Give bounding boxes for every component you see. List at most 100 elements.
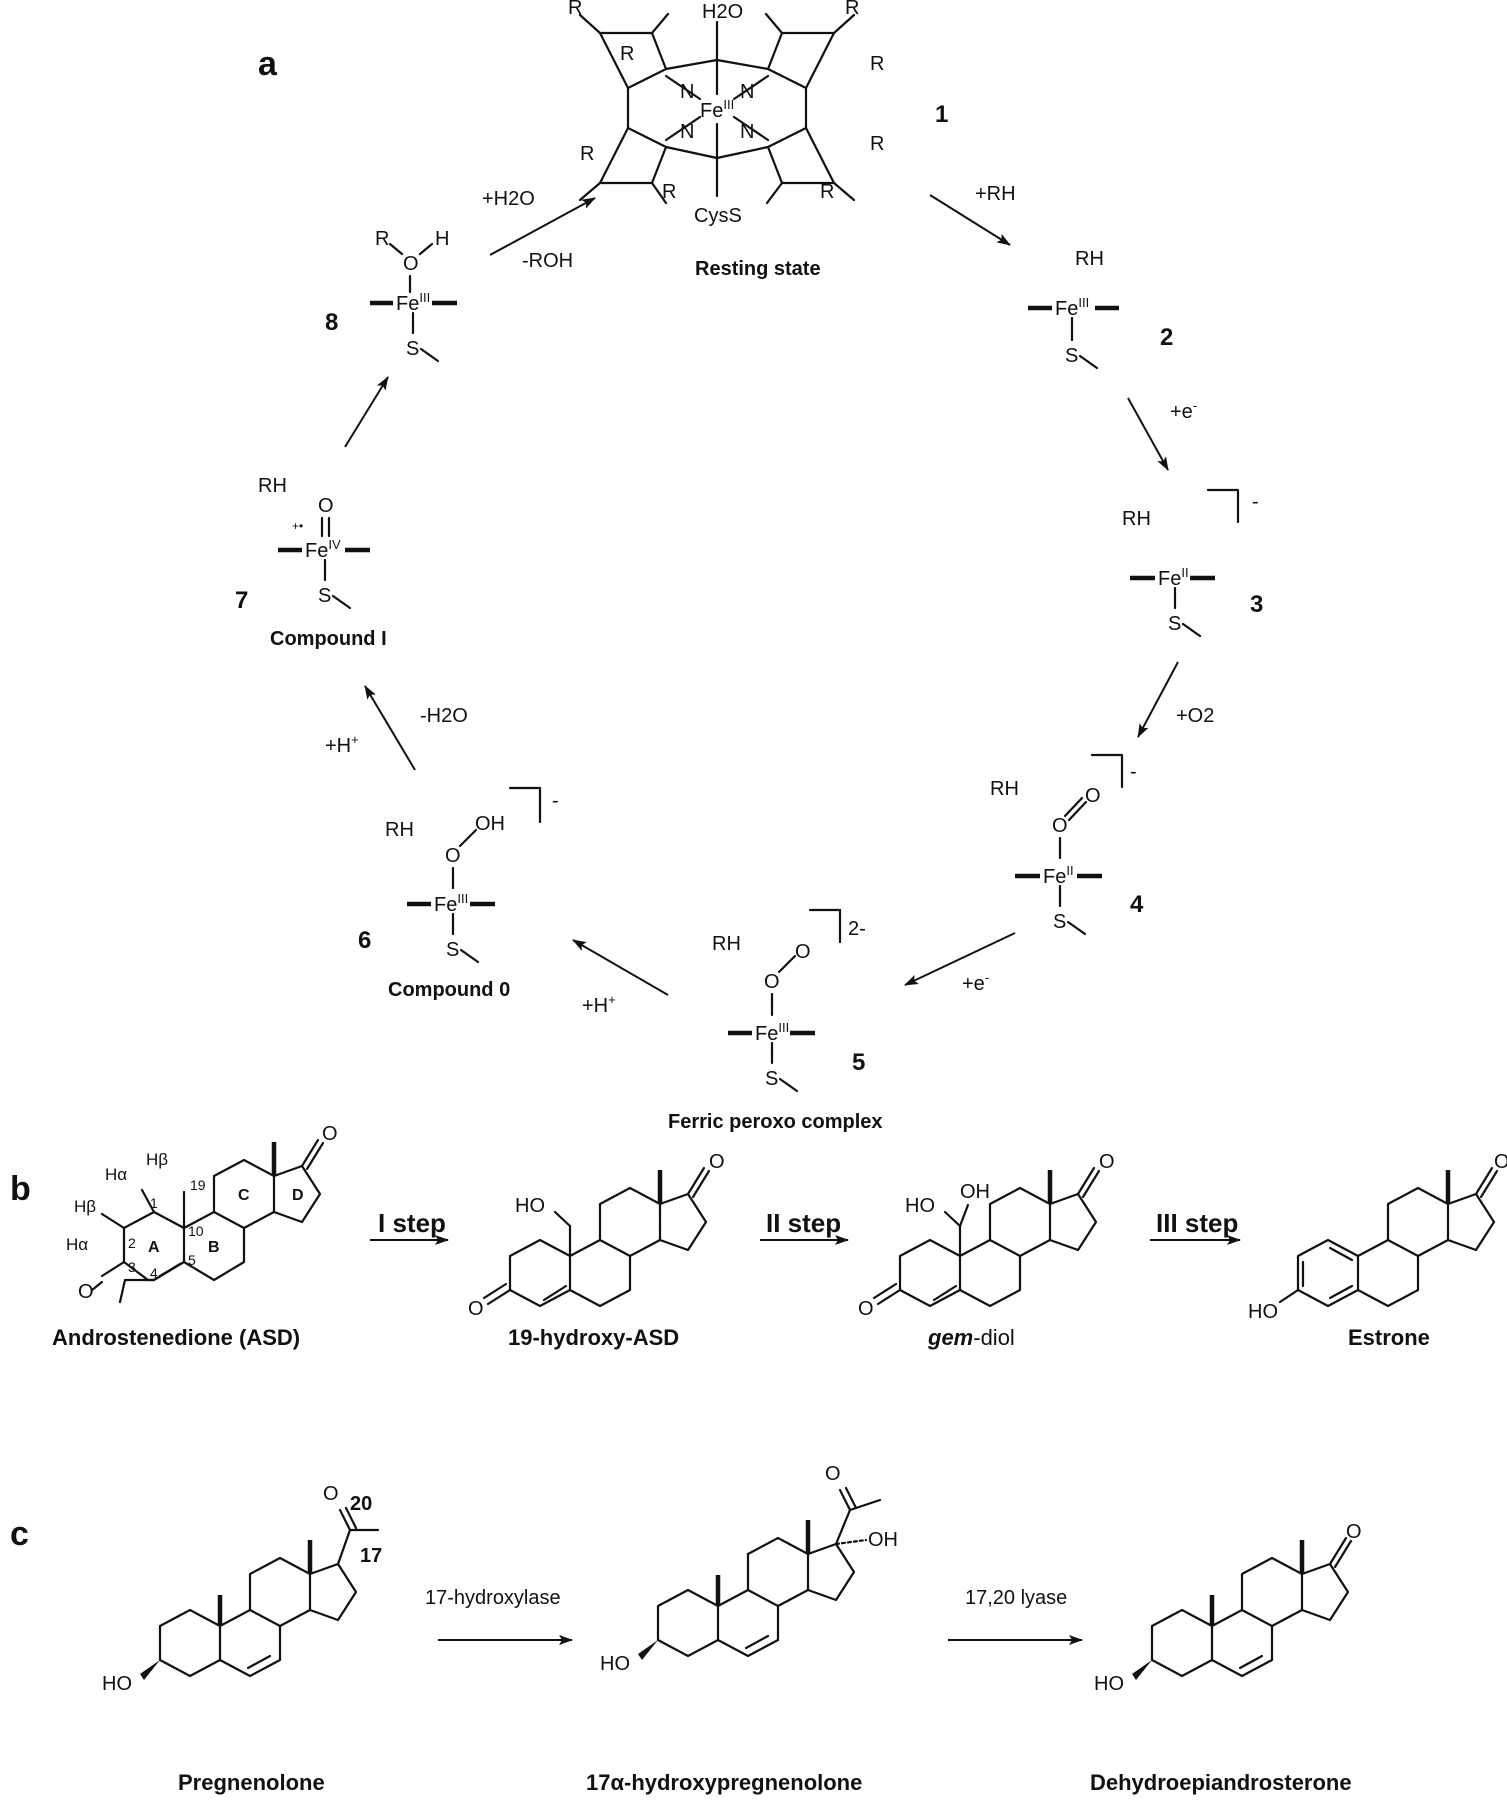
species-8-s: S xyxy=(406,338,419,360)
dhea-structure: O HO xyxy=(1094,1521,1362,1695)
resting-state-caption: Resting state xyxy=(695,258,821,280)
species-number-8: 8 xyxy=(325,309,338,336)
step-minus-h2o: -H2O xyxy=(420,705,468,727)
species-3-charge: - xyxy=(1252,491,1259,513)
enzyme-17-hydroxylase: 17-hydroxylase xyxy=(425,1587,561,1609)
pregnenolone-structure: O 20 17 HO xyxy=(102,1483,382,1695)
enzyme-17-20-lyase: 17,20 lyase xyxy=(965,1587,1067,1609)
heme-r-6: R xyxy=(870,133,884,155)
pregnenolone-ho: HO xyxy=(102,1673,132,1695)
androstenedione-structure: O O Hα Hβ Hβ Hα 1 2 3 4 5 10 19 A B C D xyxy=(66,1123,338,1304)
hydroxy-asd-ho: HO xyxy=(515,1195,545,1217)
asd-ring-b: B xyxy=(208,1239,220,1256)
species-2-fe: FeIII xyxy=(1055,295,1089,320)
species-4: RH - O O FeII S 4 xyxy=(990,753,1144,936)
asd-ring-a: A xyxy=(148,1239,160,1256)
species-7-o: O xyxy=(318,495,334,517)
species-8-r: R xyxy=(375,228,389,250)
step-add-o2: +O2 xyxy=(1176,705,1214,727)
species-5-s: S xyxy=(765,1068,778,1090)
arrow-4-to-5 xyxy=(904,932,1016,986)
asd-h-alpha-2: Hα xyxy=(66,1235,88,1254)
asd-h-beta-2: Hβ xyxy=(74,1197,96,1216)
species-8-fe: FeIII xyxy=(396,290,430,315)
gem-diol-oh: OH xyxy=(960,1181,990,1203)
arrow-3-to-4 xyxy=(1137,661,1179,738)
arrow-2-to-3 xyxy=(1127,397,1169,471)
hydroxypregnenolone-ho: HO xyxy=(600,1653,630,1675)
species-6: RH - OH O FeIII S 6 xyxy=(358,786,559,964)
asd-o17: O xyxy=(322,1123,338,1145)
estrone-ho: HO xyxy=(1248,1301,1278,1323)
species-7-radical: +• xyxy=(292,519,303,533)
gem-diol-structure: O O HO OH xyxy=(858,1151,1115,1320)
species-3-s: S xyxy=(1168,613,1181,635)
heme-h2o: H2O xyxy=(702,1,743,23)
dhea-o: O xyxy=(1346,1521,1362,1543)
estrone-o17: O xyxy=(1494,1151,1507,1173)
species-7-fe: FeIV xyxy=(305,537,341,562)
panel-label-c: c xyxy=(10,1515,29,1553)
arrow-7-to-8 xyxy=(344,376,389,448)
compound-dhea: Dehydroepiandrosterone xyxy=(1090,1770,1352,1795)
arrow-1-to-2 xyxy=(929,194,1011,246)
asd-ring-c: C xyxy=(238,1187,250,1204)
heme-r-2: R xyxy=(845,0,859,19)
species-2-rh: RH xyxy=(1075,248,1104,270)
species-8: R H O FeIII S 8 xyxy=(325,228,457,363)
species-7: RH O +• FeIV S 7 xyxy=(235,475,370,614)
asd-h-alpha-1: Hα xyxy=(105,1165,127,1184)
heme-resting-state: R R R R R R R R N N N N FeIII H2O CysS xyxy=(568,0,884,227)
gem-diol-ho: HO xyxy=(905,1195,935,1217)
species-number-7: 7 xyxy=(235,587,248,614)
panel-label-a: a xyxy=(258,45,278,83)
panel-label-b: b xyxy=(10,1170,31,1208)
heme-cyss: CysS xyxy=(694,205,742,227)
species-4-o-bottom: O xyxy=(1085,785,1101,807)
species-4-o1: O xyxy=(1052,815,1068,837)
heme-n-3: N xyxy=(680,121,694,143)
pregnenolone-c20: 20 xyxy=(350,1493,372,1515)
heme-r-7: R xyxy=(662,181,676,203)
species-6-s: S xyxy=(446,939,459,961)
species-3: RH - FeII S 3 xyxy=(1122,488,1263,638)
ferric-peroxo-caption: Ferric peroxo complex xyxy=(668,1111,883,1133)
species-number-6: 6 xyxy=(358,927,371,954)
hydroxypregnenolone-structure: O OH HO xyxy=(600,1463,898,1675)
species-8-o: O xyxy=(403,253,419,275)
species-4-fe: FeII xyxy=(1043,863,1074,888)
step-add-e-2: +e- xyxy=(962,970,989,995)
species-5-charge: 2- xyxy=(848,918,866,940)
species-number-4: 4 xyxy=(1130,891,1144,918)
compound-pregnenolone: Pregnenolone xyxy=(178,1770,325,1795)
gem-diol-o17: O xyxy=(1099,1151,1115,1173)
species-6-charge: - xyxy=(552,790,559,812)
species-3-rh: RH xyxy=(1122,508,1151,530)
heme-r-3: R xyxy=(620,43,634,65)
arrow-6-to-7 xyxy=(364,685,416,771)
species-2: RH FeIII S 2 xyxy=(1028,248,1173,370)
species-number-3: 3 xyxy=(1250,591,1263,618)
step-add-h2o: +H2O xyxy=(482,188,535,210)
asd-c10: 10 xyxy=(188,1223,204,1239)
heme-n-2: N xyxy=(740,81,754,103)
asd-c3: 3 xyxy=(128,1259,136,1275)
step-add-rh: +RH xyxy=(975,183,1016,205)
species-number-5: 5 xyxy=(852,1049,865,1076)
asd-c4: 4 xyxy=(150,1265,158,1281)
heme-r-8: R xyxy=(820,181,834,203)
species-8-h: H xyxy=(435,228,449,250)
heme-n-1: N xyxy=(680,81,694,103)
step-label-2: II step xyxy=(766,1208,841,1238)
species-2-s: S xyxy=(1065,345,1078,367)
species-5-fe: FeIII xyxy=(755,1020,789,1045)
compound-i-caption: Compound I xyxy=(270,628,387,650)
hydroxypregnenolone-o: O xyxy=(825,1463,841,1485)
hydroxy-asd-structure: O O HO xyxy=(468,1151,725,1320)
species-6-fe: FeIII xyxy=(434,891,468,916)
compound-gem-diol: gem-diol xyxy=(927,1325,1015,1350)
species-3-fe: FeII xyxy=(1158,565,1189,590)
asd-c5: 5 xyxy=(188,1252,196,1268)
hydroxy-asd-o17: O xyxy=(709,1151,725,1173)
